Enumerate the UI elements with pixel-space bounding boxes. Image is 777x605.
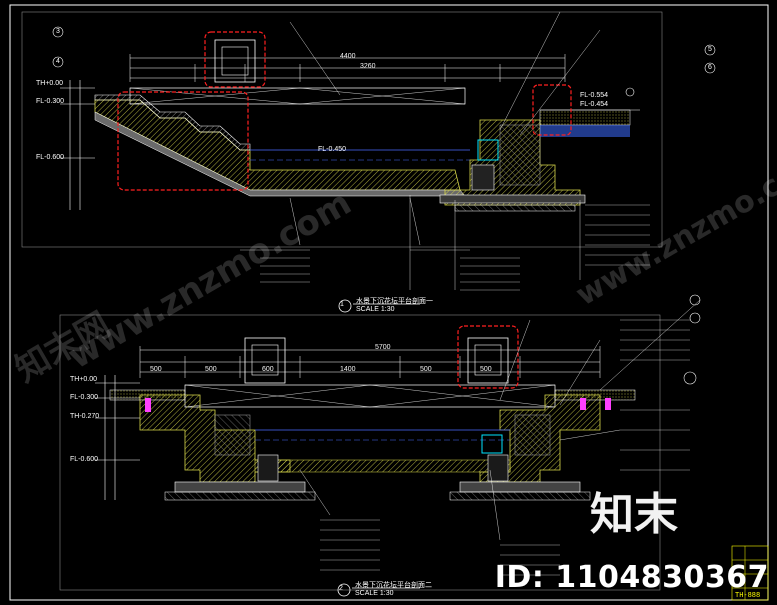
section1-number: 1: [340, 301, 344, 308]
title-block-code: TH-888: [735, 592, 761, 600]
resource-id: ID: 1104830367: [494, 560, 769, 595]
section1-level-2: FL-0.300: [36, 98, 65, 105]
title-block: [731, 545, 769, 601]
section2-level-2: FL-0.300: [70, 394, 99, 401]
section1-level-1: TH+0.00: [36, 80, 64, 87]
detail-tag-4: 6: [708, 64, 712, 71]
detail-tag-3: 5: [708, 46, 712, 53]
section2-scale: SCALE 1:30: [355, 590, 394, 597]
section1-scale: SCALE 1:30: [356, 306, 395, 313]
section1-title: 水景下沉花坛平台剖面一: [356, 298, 433, 305]
section2-frame: [59, 314, 661, 591]
detail-tag-2: 4: [56, 58, 60, 65]
dim-row-6: 500: [480, 366, 492, 373]
section1-right-level-1: FL-0.554: [580, 92, 609, 99]
section1-level-3: FL-0.600: [36, 154, 65, 161]
section2-level-3: TH-0.270: [70, 413, 100, 420]
section1-right-level-2: FL-0.454: [580, 101, 609, 108]
dim-row-1: 500: [150, 366, 162, 373]
section1-level-4: FL-0.450: [318, 146, 347, 153]
dim-row-2: 500: [205, 366, 217, 373]
section1-drawing: [52, 11, 716, 313]
section2-overall-dimension: 5700: [375, 344, 391, 351]
section2-drawing: [95, 294, 701, 597]
dim-row-3: 600: [262, 366, 274, 373]
brand-mark: 知末: [590, 489, 678, 540]
dim-row-4: 1400: [340, 366, 356, 373]
section2-level-1: TH+0.00: [70, 376, 98, 383]
section1-overall-dimension: 4400: [340, 53, 356, 60]
detail-tag-1: 3: [56, 28, 60, 35]
outer-frame: [9, 4, 769, 601]
section2-title: 水景下沉花坛平台剖面二: [355, 582, 432, 589]
dim-row-5: 500: [420, 366, 432, 373]
section2-level-4: FL-0.600: [70, 456, 99, 463]
section1-mid-dimension: 3260: [360, 63, 376, 70]
section1-frame: [21, 11, 663, 248]
section2-number: 2: [339, 585, 343, 592]
